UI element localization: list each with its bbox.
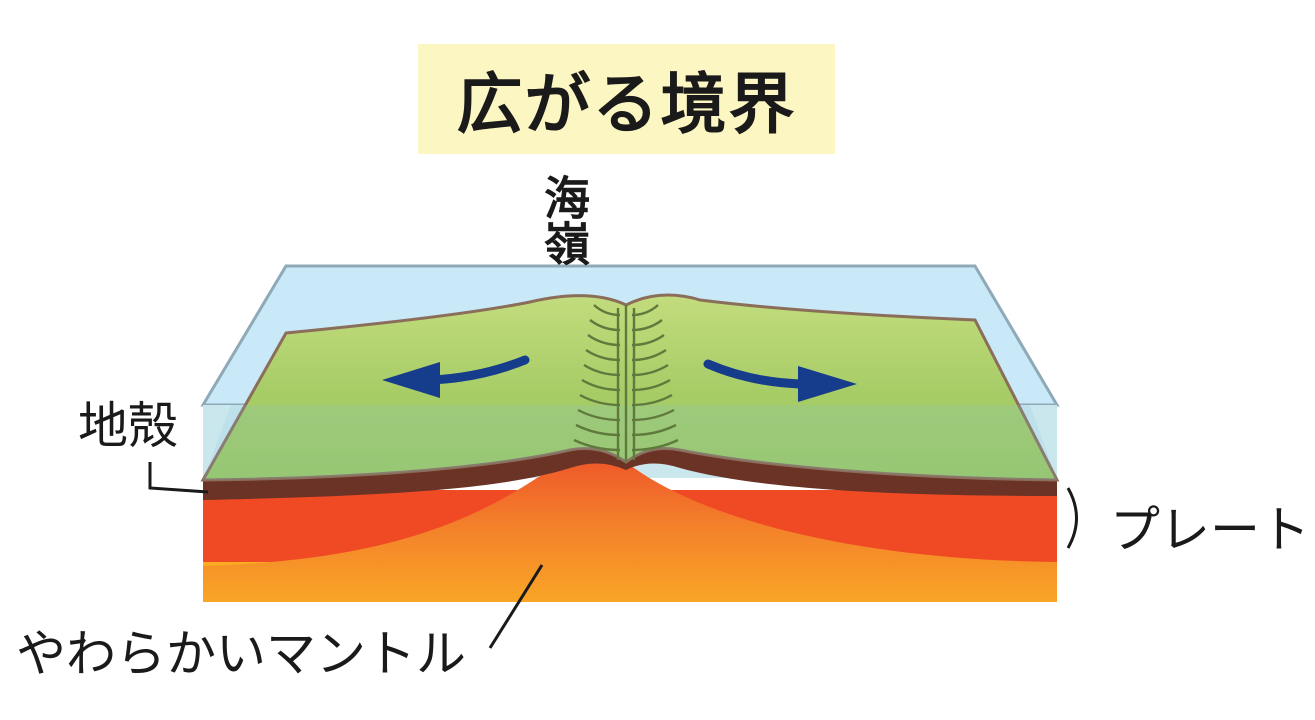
ridge-label: 海嶺 — [537, 174, 591, 266]
plate-label: プレート — [1110, 501, 1310, 559]
mantle-label: やわらかいマントル — [16, 625, 466, 683]
title-box: 広がる境界 — [418, 44, 835, 154]
arrow-right-icon — [703, 359, 857, 402]
crust-leader-line — [148, 462, 209, 494]
crust-layer — [203, 448, 1057, 500]
plate-top-surface — [200, 293, 1060, 482]
ridge-rift-texture — [573, 304, 679, 462]
water-overlay — [203, 405, 1057, 480]
mantle-upwelling-plume — [203, 462, 1057, 602]
plate-bracket — [1066, 487, 1078, 549]
crust-label: 地殻 — [78, 397, 178, 455]
diagram-title: 広がる境界 — [456, 66, 797, 143]
mantle-leader-line — [488, 564, 544, 649]
arrow-left-icon — [382, 355, 530, 398]
